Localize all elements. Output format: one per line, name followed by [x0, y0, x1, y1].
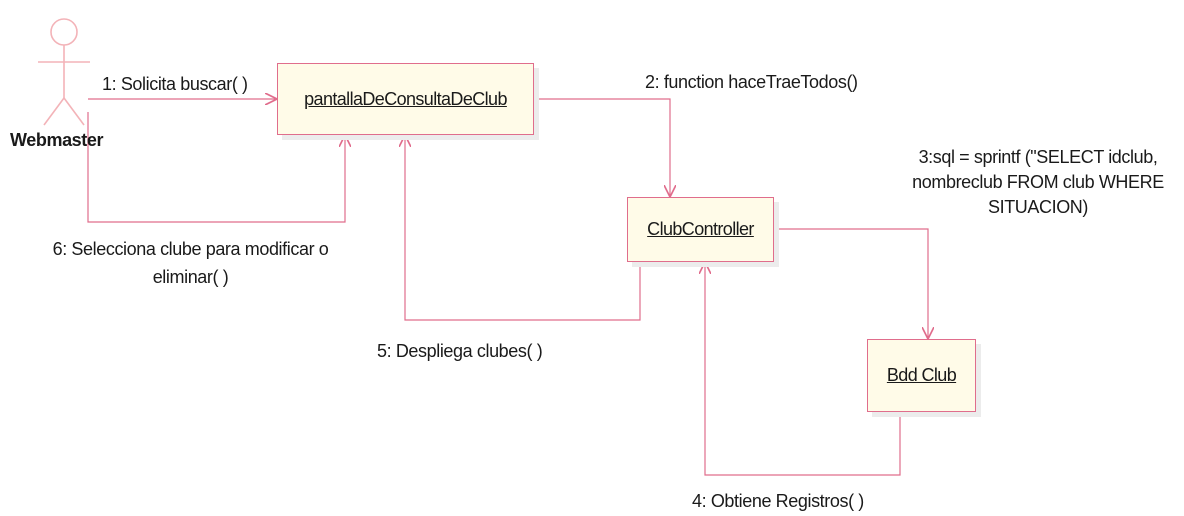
message-5-label: 5: Despliega clubes( )	[377, 341, 543, 361]
object-club-controller-label: ClubController	[647, 219, 754, 239]
message-6-label: 6: Selecciona clube para modificar o eli…	[18, 238, 363, 288]
message-3-line-3: SITUACION)	[987, 197, 1088, 217]
message-6-line-1: 6: Selecciona clube para modificar o	[52, 239, 329, 259]
object-pantalla-de-consulta-de-club[interactable]: pantallaDeConsultaDeClub	[277, 63, 534, 135]
message-6-line-2: eliminar( )	[152, 267, 229, 287]
object-bdd-club[interactable]: Bdd Club	[867, 339, 976, 412]
object-bdd-club-label: Bdd Club	[886, 365, 957, 385]
message-6-link	[87, 112, 345, 223]
actor-webmaster-label: Webmaster	[10, 130, 104, 150]
message-3-label: 3:sql = sprintf ("SELECT idclub, nombrec…	[898, 146, 1178, 218]
message-3-line-1: 3:sql = sprintf ("SELECT idclub,	[918, 147, 1158, 167]
message-1-label: 1: Solicita buscar( )	[102, 74, 248, 94]
message-2-label: 2: function haceTraeTodos()	[645, 72, 858, 92]
message-3-link	[774, 228, 928, 339]
object-club-controller[interactable]: ClubController	[627, 197, 774, 262]
message-4-label: 4: Obtiene Registros( )	[692, 491, 864, 511]
message-4-link	[705, 262, 901, 476]
actor-stick-figure	[38, 18, 90, 126]
object-pantalla-label: pantallaDeConsultaDeClub	[304, 88, 507, 109]
message-2-link	[534, 98, 670, 197]
message-5-link	[405, 135, 641, 321]
message-3-line-2: nombreclub FROM club WHERE	[912, 172, 1164, 192]
